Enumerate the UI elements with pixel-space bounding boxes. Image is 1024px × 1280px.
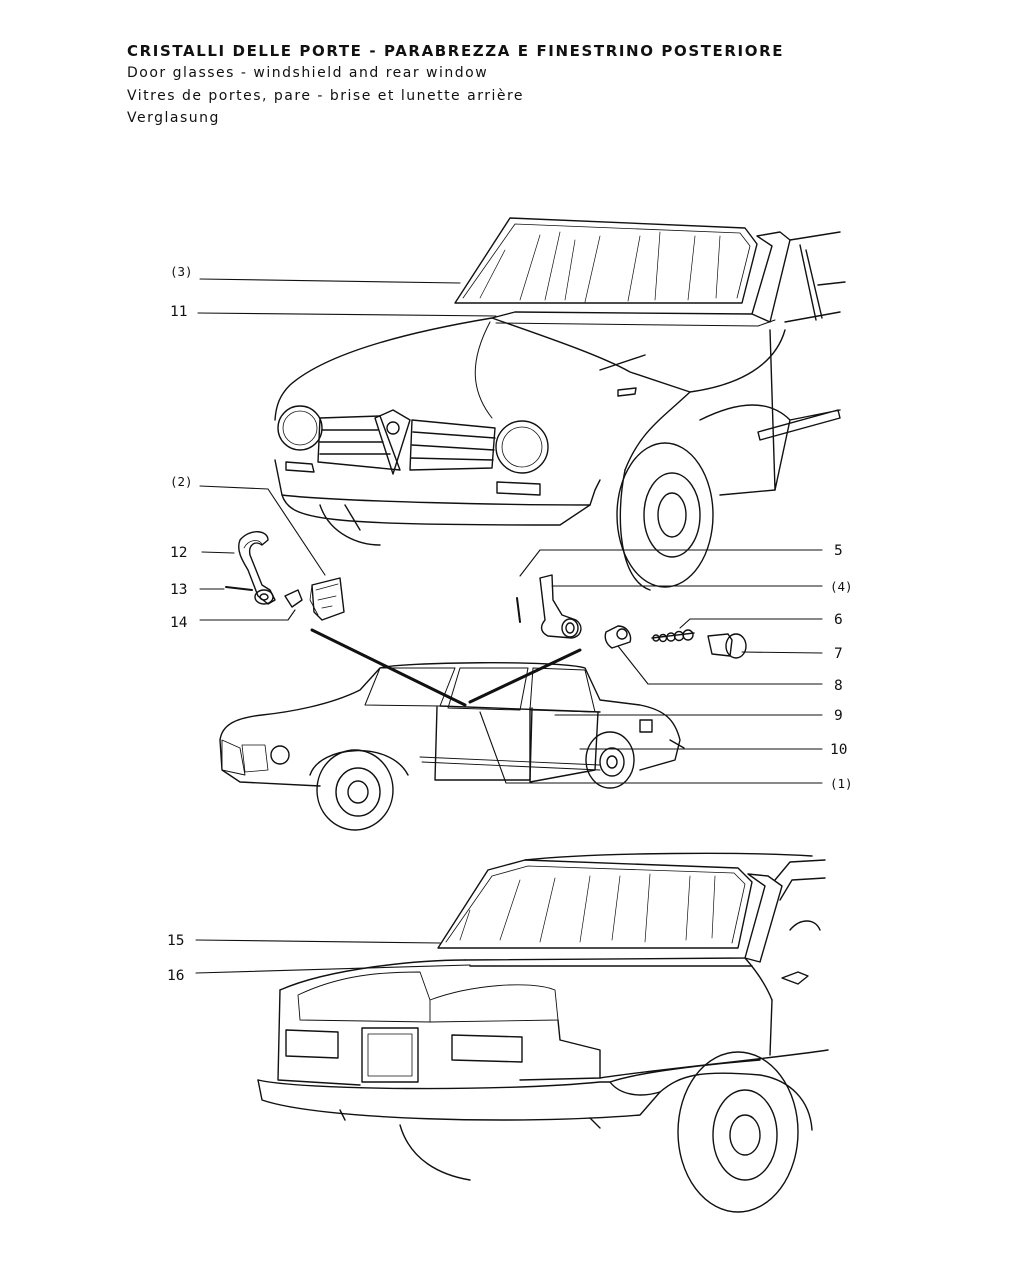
leader-16: [195, 964, 471, 974]
rear-bumper: [257, 1079, 661, 1096]
lever-part-4: [539, 574, 582, 639]
callout-11: 11: [170, 304, 187, 320]
windshield-hatch: [479, 231, 721, 303]
leader-8: [617, 645, 823, 685]
callout-4: (4): [830, 579, 853, 594]
callout-1: (1): [830, 776, 853, 791]
leader-5: [519, 549, 823, 577]
callout-5: 5: [834, 543, 843, 559]
title-german: Verglasung: [127, 110, 220, 126]
side-car-illustration: [219, 662, 685, 831]
title-block: CRISTALLI DELLE PORTE - PARABREZZA E FIN…: [127, 40, 784, 130]
callout-2: (2): [170, 474, 193, 489]
leader-lines: [195, 278, 823, 974]
leader-2: [199, 485, 326, 576]
spring-part-6: [651, 629, 695, 643]
pointer-left-lock: [310, 628, 467, 707]
callout-7: 7: [834, 646, 843, 662]
leader-11: [197, 312, 497, 317]
callout-3: (3): [170, 264, 193, 279]
button-part-7: [707, 633, 733, 657]
lock-parts-left: [225, 531, 345, 621]
front-grille: [317, 409, 496, 475]
license-plate: [361, 1027, 419, 1083]
hook-part-12: [238, 531, 276, 605]
callout-labels: (3) 11 (2) 12 13 14 5 (4) 6 7 8 9 10 (1)…: [167, 264, 853, 984]
callout-14: 14: [170, 615, 188, 631]
leader-14: [199, 609, 296, 621]
callout-8: 8: [834, 678, 843, 694]
callout-15: 15: [167, 933, 184, 949]
callout-13: 13: [170, 582, 187, 598]
bracket-part-2: [311, 577, 345, 621]
washer-part-14: [284, 589, 303, 608]
front-bumper: [274, 459, 601, 506]
hood: [274, 317, 786, 421]
rear-window-gasket: [464, 873, 783, 963]
lock-parts-right: [516, 574, 747, 659]
trunk-lid: [279, 957, 773, 1001]
windshield-glass: [454, 217, 758, 304]
rear-car-illustration: [257, 852, 829, 1213]
title-italian: CRISTALLI DELLE PORTE - PARABREZZA E FIN…: [127, 42, 785, 60]
title-english: Door glasses - windshield and rear windo…: [127, 65, 489, 81]
leader-3: [199, 278, 461, 284]
callout-10: 10: [830, 742, 847, 758]
pin-part-5: [516, 597, 521, 623]
rear-window-glass: [437, 859, 753, 949]
callout-6: 6: [834, 612, 843, 628]
leader-7: [741, 651, 823, 654]
leader-12: [201, 551, 235, 554]
rear-window-hatch: [459, 873, 716, 943]
leader-6: [679, 618, 823, 629]
callout-12: 12: [170, 545, 187, 561]
cylinder-part-8: [604, 625, 632, 649]
leader-1: [479, 711, 823, 784]
front-car-illustration: [274, 217, 846, 591]
pin-part-13: [225, 586, 253, 591]
pointer-right-lock: [468, 648, 582, 704]
callout-9: 9: [834, 708, 843, 724]
title-french: Vitres de portes, pare - brise et lunett…: [127, 87, 525, 104]
leader-15: [195, 939, 441, 944]
callout-16: 16: [167, 968, 184, 984]
